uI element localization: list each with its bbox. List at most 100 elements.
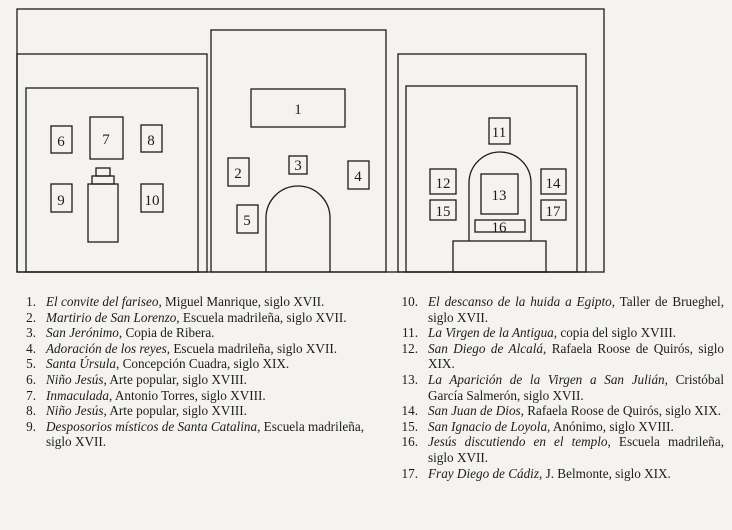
legend-item-number: 6. — [26, 371, 36, 387]
legend-item-number: 17. — [401, 465, 418, 481]
diagram-label-8: 8 — [147, 133, 155, 149]
artwork-title: Santa Úrsula — [46, 356, 116, 372]
legend-item-text: La Aparición de la Virgen a San Julián, … — [428, 372, 724, 403]
artwork-title: San Ignacio de Loyola — [428, 418, 548, 434]
diagram-label-14: 14 — [546, 176, 562, 192]
box-14 — [540, 168, 567, 195]
diagram-label-13: 13 — [492, 188, 507, 204]
diagram-label-1: 1 — [294, 102, 302, 118]
artwork-title: San Diego de Alcalá — [428, 340, 543, 356]
legend-item-text: El descanso de la huida a Egipto, Taller… — [428, 294, 724, 325]
artwork-title: Inmaculada — [46, 387, 109, 403]
legend-item-number: 2. — [26, 309, 36, 325]
diagram-label-9: 9 — [57, 193, 65, 209]
artwork-attribution: , Rafaela Roose de Quirós, siglo XIX. — [428, 340, 724, 372]
left-wall-outer — [16, 53, 208, 273]
artwork-attribution: , Concepción Cuadra, siglo XIX. — [115, 356, 290, 372]
box-5 — [236, 204, 259, 234]
legend-item-number: 9. — [26, 418, 36, 434]
artwork-title: San Juan de Dios — [428, 403, 521, 419]
artwork-title: Jesús discutiendo en el templo — [428, 434, 608, 450]
box-9 — [50, 183, 73, 213]
legend-item: 2. Martirio de San Lorenzo, Escuela madri… — [10, 310, 364, 326]
diagram-label-12: 12 — [436, 176, 451, 192]
diagram-label-7: 7 — [102, 132, 110, 148]
diagram-label-4: 4 — [354, 169, 362, 185]
legend-item: 15. San Ignacio de Loyola, Anónimo, siglo… — [392, 419, 724, 435]
legend-item-number: 12. — [401, 340, 418, 356]
artwork-title: Desposorios místicos de Santa Catalina — [46, 418, 258, 434]
legend-item-text: Adoración de los reyes, Escuela madrileñ… — [46, 341, 364, 357]
altar-niche — [468, 151, 532, 241]
pedestal-top — [95, 167, 111, 177]
diagram-label-15: 15 — [436, 204, 451, 220]
artwork-attribution: , Antonio Torres, siglo XVIII. — [109, 387, 266, 403]
artwork-attribution: , Escuela madrileña, siglo XVII. — [176, 309, 347, 325]
artwork-attribution: , Cristóbal García Salmerón, siglo XVII. — [428, 371, 724, 403]
box-3 — [288, 155, 308, 175]
pedestal-neck — [91, 175, 115, 185]
artwork-title: Niño Jesús — [46, 371, 104, 387]
artwork-attribution: , copia del siglo XVIII. — [553, 325, 677, 341]
legend-item-number: 4. — [26, 340, 36, 356]
artwork-attribution: , Rafaela Roose de Quirós, siglo XIX. — [520, 403, 722, 419]
box-11 — [488, 117, 511, 145]
legend-item-text: Jesús discutiendo en el templo, Escuela … — [428, 434, 724, 465]
artwork-title: Adoración de los reyes — [46, 340, 167, 356]
box-6 — [50, 125, 73, 154]
box-15 — [429, 199, 457, 221]
legend-item-text: San Ignacio de Loyola, Anónimo, siglo XV… — [428, 419, 724, 435]
legend-item: 14. San Juan de Dios, Rafaela Roose de Qu… — [392, 403, 724, 419]
box-1 — [250, 88, 346, 128]
box-7 — [89, 116, 124, 160]
legend-right-column: 10.El descanso de la huida a Egipto, Tal… — [392, 294, 724, 481]
diagram-label-5: 5 — [243, 213, 251, 229]
legend-item-number: 7. — [26, 387, 36, 403]
center-wall — [210, 29, 387, 273]
legend-item: 3.San Jerónimo, Copia de Ribera. — [10, 325, 364, 341]
box-4 — [347, 160, 370, 190]
legend-item-number: 5. — [26, 356, 36, 372]
legend-item-text: Niño Jesús, Arte popular, siglo XVIII. — [46, 403, 364, 419]
artwork-title: La Virgen de la Antigua — [428, 325, 554, 341]
artwork-attribution: , Copia de Ribera. — [118, 325, 215, 341]
artwork-title: Fray Diego de Cádiz — [428, 465, 539, 481]
artwork-attribution: , Taller de Brueghel, siglo XVII. — [428, 294, 724, 325]
artwork-title: La Aparición de la Virgen a San Julián — [428, 371, 665, 387]
right-wall-outer — [397, 53, 587, 273]
left-wall-inner — [25, 87, 199, 273]
legend-item-text: El convite del fariseo, Miguel Manrique,… — [46, 294, 364, 310]
legend-item-number: 14. — [401, 403, 418, 419]
center-arch-door — [265, 185, 331, 272]
legend-item-number: 16. — [401, 434, 418, 450]
legend-item-text: Desposorios místicos de Santa Catalina, … — [46, 419, 364, 450]
legend-left-column: 1. El convite del fariseo, Miguel Manriqu… — [10, 294, 364, 450]
legend-item-text: San Diego de Alcalá, Rafaela Roose de Qu… — [428, 341, 724, 372]
legend-item: 11.La Virgen de la Antigua, copia del si… — [392, 325, 724, 341]
artwork-title: San Jerónimo — [46, 325, 119, 341]
box-2 — [227, 157, 250, 187]
legend-item-text: Niño Jesús, Arte popular, siglo XVIII. — [46, 372, 364, 388]
altar-base — [452, 240, 547, 273]
legend-item-number: 15. — [401, 418, 418, 434]
artwork-attribution: , Arte popular, siglo XVIII. — [103, 403, 247, 419]
diagram-label-10: 10 — [145, 193, 160, 209]
legend-item-number: 8. — [26, 403, 36, 419]
legend-item: 9. Desposorios místicos de Santa Catalina… — [10, 419, 364, 450]
artwork-attribution: , J. Belmonte, siglo XIX. — [538, 465, 671, 481]
legend-item-text: San Juan de Dios, Rafaela Roose de Quiró… — [428, 403, 724, 419]
legend-item-text: Martirio de San Lorenzo, Escuela madrile… — [46, 310, 364, 326]
artwork-attribution: , Escuela madrileña, siglo XVII. — [46, 418, 364, 450]
box-12 — [429, 168, 457, 195]
diagram-label-17: 17 — [546, 204, 562, 220]
box-16 — [474, 219, 526, 233]
box-8 — [140, 124, 163, 153]
diagram-label-2: 2 — [234, 166, 242, 182]
legend-item-number: 13. — [401, 371, 418, 387]
box-10 — [140, 183, 164, 213]
artwork-title: Niño Jesús — [46, 403, 104, 419]
legend-item-text: La Virgen de la Antigua, copia del siglo… — [428, 325, 724, 341]
artwork-title: El convite del fariseo — [46, 294, 159, 309]
legend-item-text: San Jerónimo, Copia de Ribera. — [46, 325, 364, 341]
legend-item-number: 1. — [26, 294, 36, 309]
